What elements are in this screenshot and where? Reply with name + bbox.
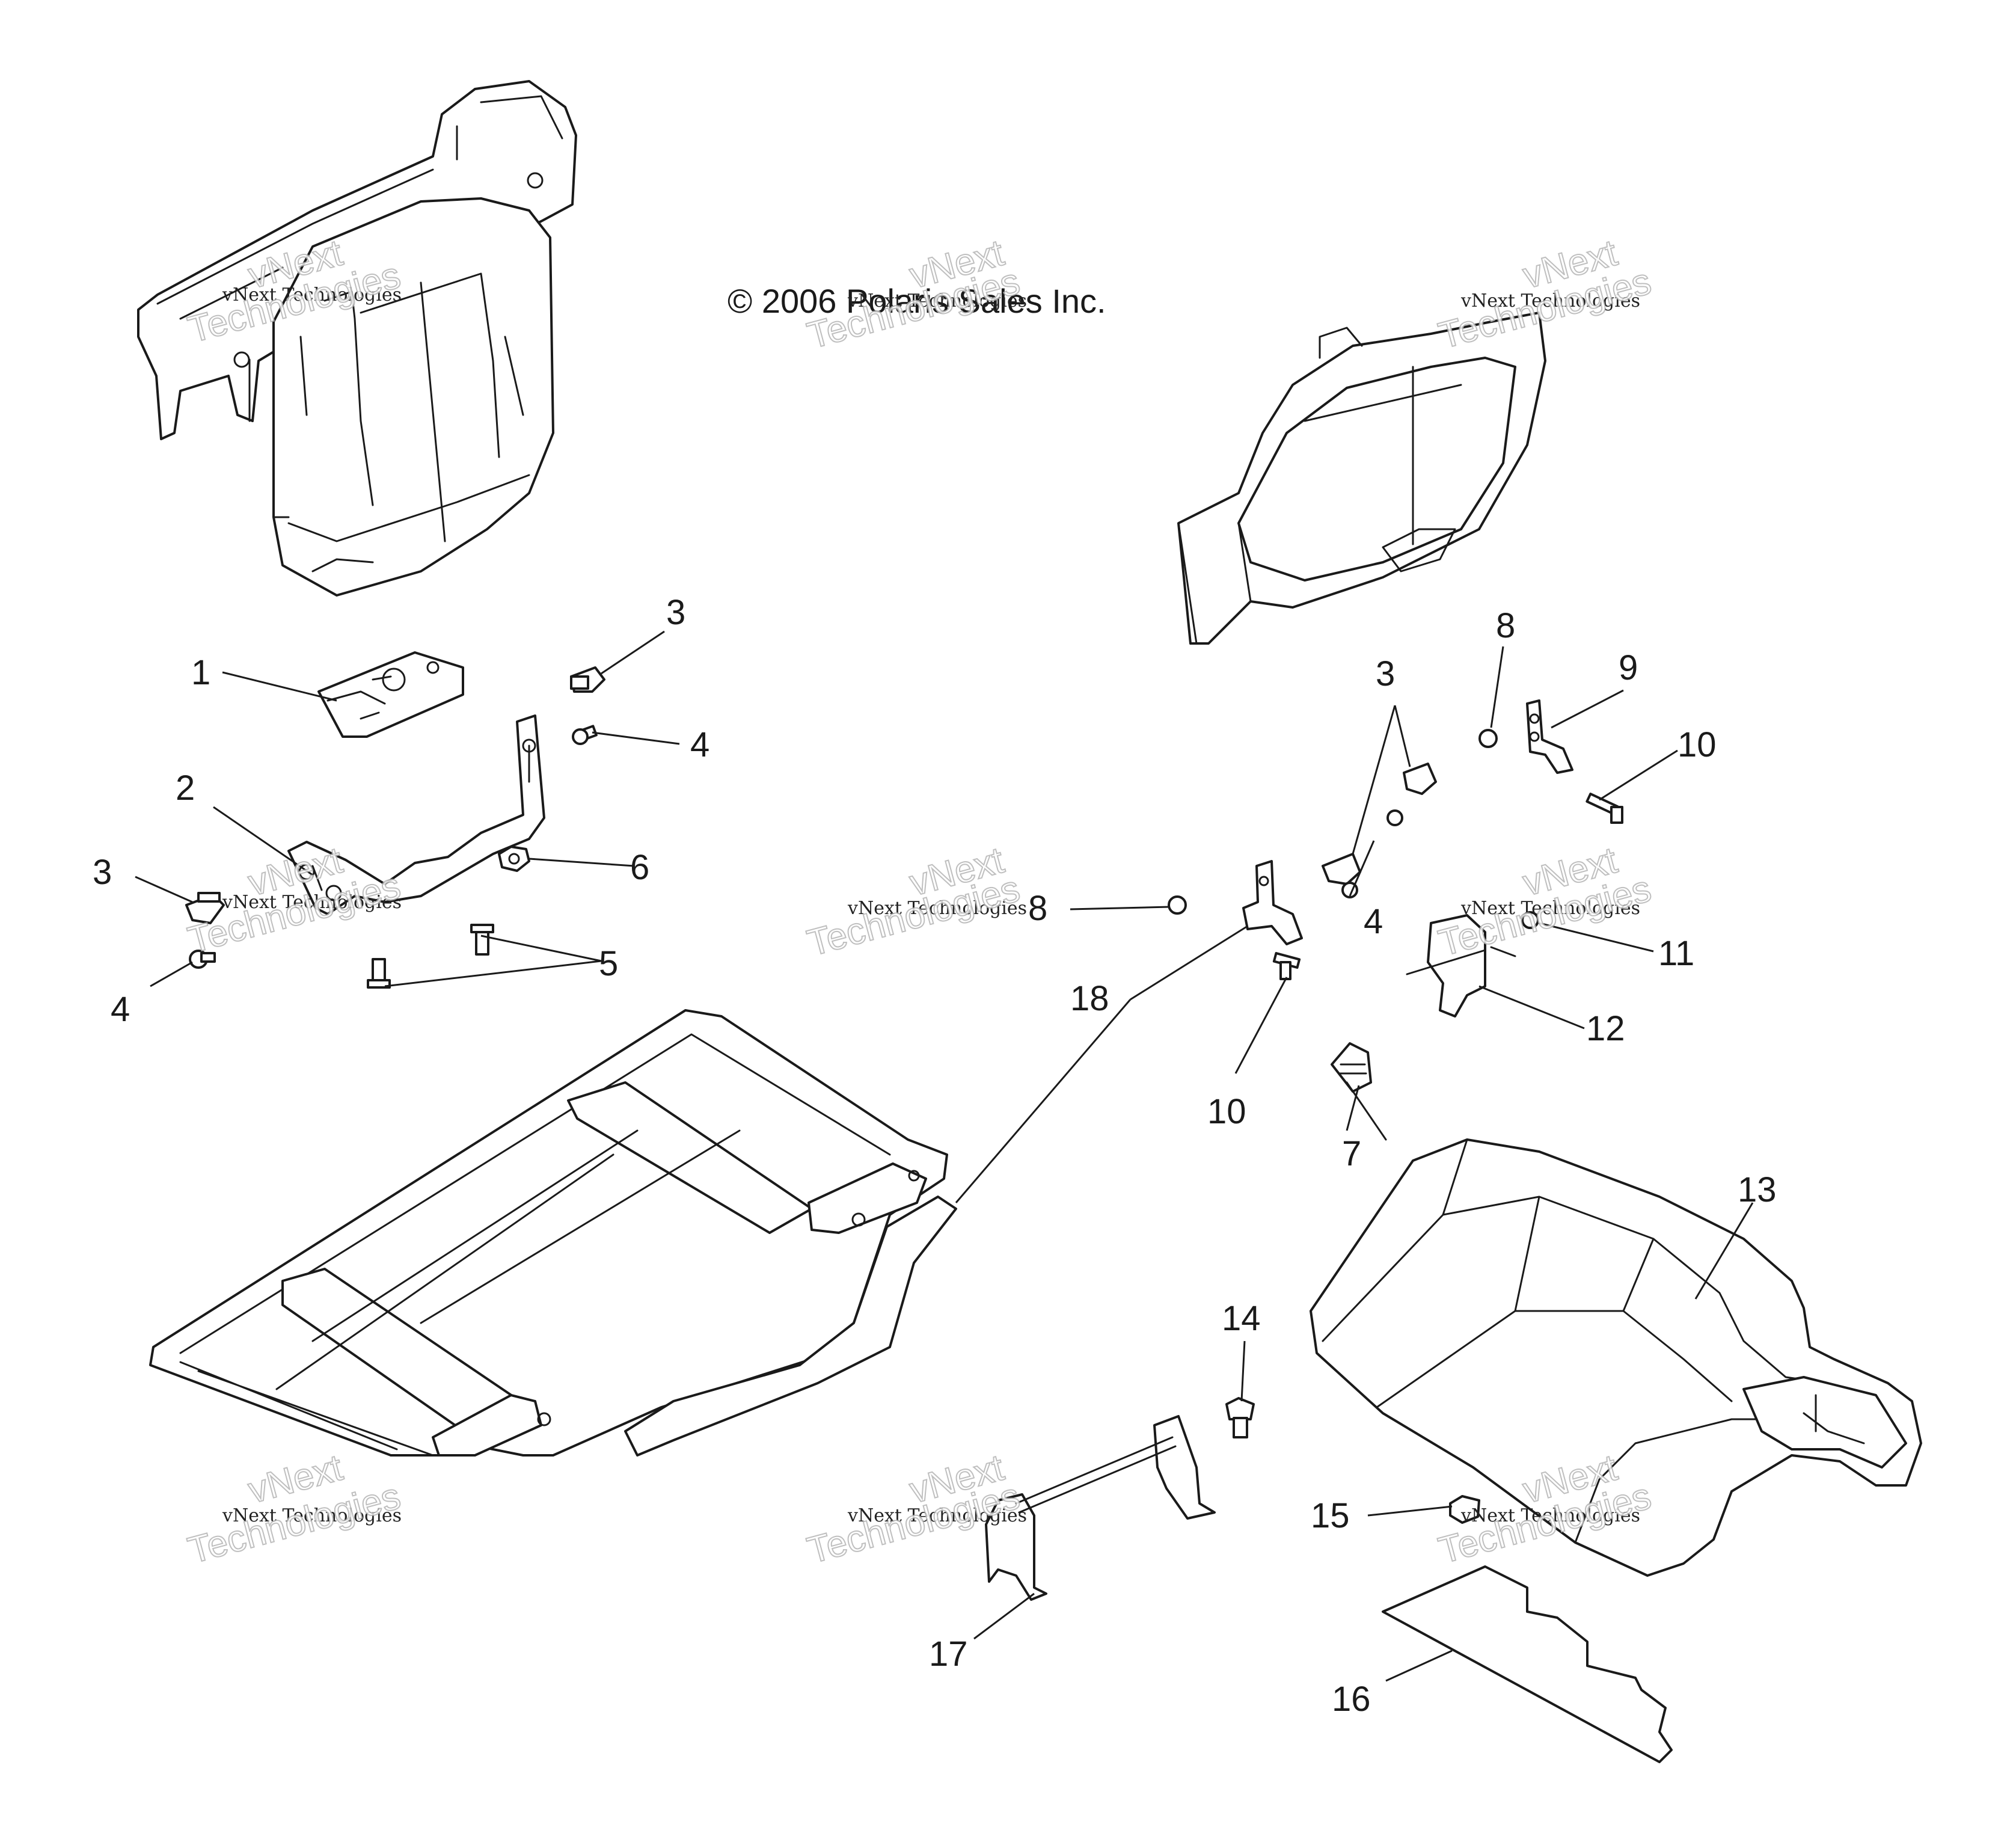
part-5-bolts (367, 924, 494, 989)
part-4-bolt-left-mid (189, 950, 216, 969)
watermark: vNext vNext Technologies Technologies (183, 1446, 405, 1573)
watermark: vNext vNext Technologies Technologies (1434, 232, 1656, 358)
watermark-line: vNext Technologies (222, 892, 402, 913)
callout-5: 5 (599, 944, 618, 983)
callout-11: 11 (1658, 934, 1694, 973)
callout-9: 9 (1619, 648, 1638, 687)
part-8-nut-mid (1168, 895, 1187, 915)
watermark: vNext vNext Technologies Technologies (803, 839, 1027, 965)
watermark-line: vNext Technologies (1460, 898, 1640, 919)
callout-3: 3 (93, 853, 112, 892)
part-15-grommet (1449, 1495, 1480, 1524)
part-9-bracket (1526, 699, 1573, 774)
callout-4: 4 (690, 725, 709, 764)
part-1-latch (317, 651, 464, 738)
callout-17: 17 (929, 1635, 968, 1674)
callout-16: 16 (1332, 1680, 1371, 1719)
callout-3: 3 (1376, 654, 1395, 693)
copyright-text: © 2006 Polaris Sales Inc. (728, 282, 1106, 320)
part-4-bolt-left-top (572, 725, 598, 745)
part-3-bolt-left-mid (185, 892, 225, 924)
callout-10: 10 (1207, 1092, 1246, 1131)
watermark-line: vNext Technologies (1460, 1505, 1640, 1526)
callout-10: 10 (1677, 725, 1717, 764)
part-8-nut-right-top (1478, 729, 1498, 748)
rear-rack-backrest (137, 80, 577, 597)
part-11-nut (1521, 911, 1539, 929)
callout-6: 6 (630, 848, 649, 887)
part-2-bracket (287, 714, 545, 915)
front-backrest (1177, 312, 1546, 645)
part-10-bolt-mid (1272, 952, 1301, 980)
callout-8: 8 (1496, 606, 1515, 645)
callout-13: 13 (1738, 1170, 1777, 1209)
callout-18: 18 (1070, 979, 1109, 1018)
callout-15: 15 (1311, 1496, 1350, 1535)
part-18-bracket (1242, 860, 1303, 945)
callout-8: 8 (1028, 889, 1047, 928)
part-6-nut (498, 846, 530, 872)
part-3-bolts-right (1322, 763, 1437, 885)
watermark-line: vNext Technologies (847, 1505, 1027, 1526)
watermark-line: vNext Technologies (1460, 290, 1640, 312)
callout-1: 1 (191, 653, 210, 692)
part-7-spring (1331, 1042, 1387, 1141)
watermark-line: vNext Technologies (847, 898, 1027, 919)
watermark-line: vNext Technologies (222, 284, 402, 305)
part-3-bolt-left-top (570, 666, 605, 693)
callout-12: 12 (1586, 1009, 1625, 1048)
callout-3: 3 (666, 593, 685, 632)
part-17-rod-bracket (985, 1415, 1216, 1601)
leader-lines (135, 630, 1754, 1682)
callout-14: 14 (1222, 1299, 1261, 1338)
callout-7: 7 (1342, 1134, 1361, 1173)
callout-4: 4 (1364, 902, 1383, 941)
watermark-line: vNext Technologies (847, 290, 1027, 312)
watermark-line: vNext Technologies (222, 1505, 402, 1526)
part-13-seat (1310, 1138, 1922, 1577)
callout-4: 4 (111, 990, 130, 1029)
part-14-rivet (1225, 1397, 1255, 1438)
part-16-pad (1382, 1565, 1673, 1763)
part-10-bolt-right (1586, 793, 1623, 824)
part-12-latch-bracket (1406, 914, 1516, 1018)
callout-2: 2 (176, 769, 195, 808)
seat-base-frame (149, 1009, 957, 1457)
callout-numbers: 1 2 3 4 3 4 6 5 4 3 8 9 10 8 11 18 12 10… (93, 593, 1777, 1719)
watermark: vNext vNext Technologies Technologies (1434, 839, 1656, 965)
